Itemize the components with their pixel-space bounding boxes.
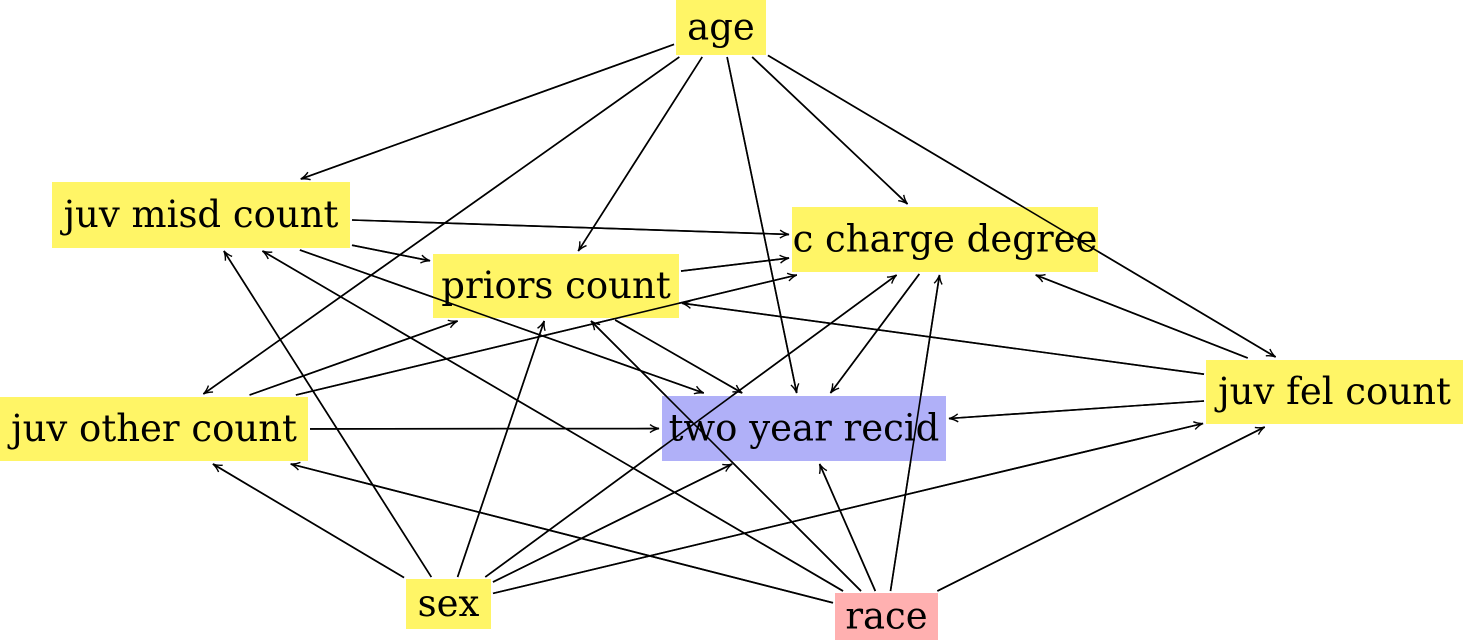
edge-age-to-juv-other-count-overlay xyxy=(202,56,680,395)
node-age[interactable]: age xyxy=(676,0,766,55)
node-two-year-recid[interactable]: two year recid xyxy=(662,396,946,461)
edge-race-to-juv-fel-count-overlay xyxy=(937,426,1266,592)
node-c-charge-degree[interactable]: c charge degree xyxy=(792,207,1098,272)
edge-sex-to-juv-other-count-overlay xyxy=(212,463,405,579)
node-label: juv fel count xyxy=(1214,370,1451,413)
edge-juv-other-count-to-c-charge-degree-overlay xyxy=(295,274,797,396)
node-label: age xyxy=(687,6,755,49)
edge-age-to-juv-misd-count-overlay xyxy=(300,43,675,180)
node-juv-fel-count[interactable]: juv fel count xyxy=(1206,360,1463,424)
node-box xyxy=(792,207,1098,272)
edge-priors-count-to-two-year-recid-overlay xyxy=(614,319,743,394)
node-box xyxy=(406,579,491,629)
node-race[interactable]: race xyxy=(835,593,938,640)
edge-juv-fel-count-to-c-charge-degree-overlay xyxy=(1035,274,1248,359)
node-box xyxy=(1206,360,1463,424)
edge-overlay-layer xyxy=(202,43,1277,604)
node-box xyxy=(0,397,308,461)
edge-sex-to-c-charge-degree-overlay xyxy=(484,274,898,578)
node-juv-other-count[interactable]: juv other count xyxy=(0,397,308,461)
edge-juv-misd-count-to-two-year-recid-overlay xyxy=(299,249,704,394)
edge-priors-count-to-c-charge-degree-overlay xyxy=(680,257,790,272)
node-box xyxy=(676,0,766,55)
edge-age-to-juv-fel-count-overlay xyxy=(767,54,1277,358)
node-label: race xyxy=(845,595,927,638)
edge-race-to-juv-other-count-overlay xyxy=(290,463,834,604)
edge-juv-misd-count-to-priors-count-overlay xyxy=(351,244,431,262)
edge-juv-fel-count-to-priors-count-overlay xyxy=(681,302,1205,375)
edge-race-to-c-charge-degree-overlay xyxy=(889,274,941,592)
node-juv-misd-count[interactable]: juv misd count xyxy=(52,182,350,248)
node-box xyxy=(662,396,946,461)
node-label: sex xyxy=(418,582,480,625)
node-sex[interactable]: sex xyxy=(406,579,491,629)
node-box xyxy=(433,254,679,318)
node-label: two year recid xyxy=(669,407,940,450)
edge-juv-misd-count-to-c-charge-degree-overlay xyxy=(351,219,790,236)
node-label: juv misd count xyxy=(60,193,339,236)
node-priors-count[interactable]: priors count xyxy=(433,254,679,318)
edge-age-to-two-year-recid-overlay xyxy=(726,56,798,394)
node-box xyxy=(52,182,350,248)
edge-sex-to-priors-count-overlay xyxy=(456,320,545,578)
edge-sex-to-juv-fel-count-overlay xyxy=(492,422,1204,595)
edge-race-to-juv-misd-count-overlay xyxy=(262,250,844,592)
edges-layer xyxy=(202,43,1277,604)
edge-age-to-c-charge-degree-overlay xyxy=(751,56,909,205)
node-box xyxy=(835,593,938,640)
edge-sex-to-juv-misd-count-overlay xyxy=(223,250,432,578)
node-label: c charge degree xyxy=(793,218,1098,261)
node-label: priors count xyxy=(441,264,671,307)
edge-sex-to-two-year-recid-overlay xyxy=(492,463,733,583)
edge-c-charge-degree-to-two-year-recid-overlay xyxy=(829,273,920,394)
edge-juv-other-count-to-priors-count-overlay xyxy=(249,320,458,396)
edge-race-to-two-year-recid-overlay xyxy=(818,463,877,592)
edge-age-to-priors-count-overlay xyxy=(577,56,703,252)
edge-juv-fel-count-to-two-year-recid-overlay xyxy=(948,400,1205,420)
node-label: juv other count xyxy=(7,407,297,450)
edge-race-to-priors-count-overlay xyxy=(590,320,862,592)
